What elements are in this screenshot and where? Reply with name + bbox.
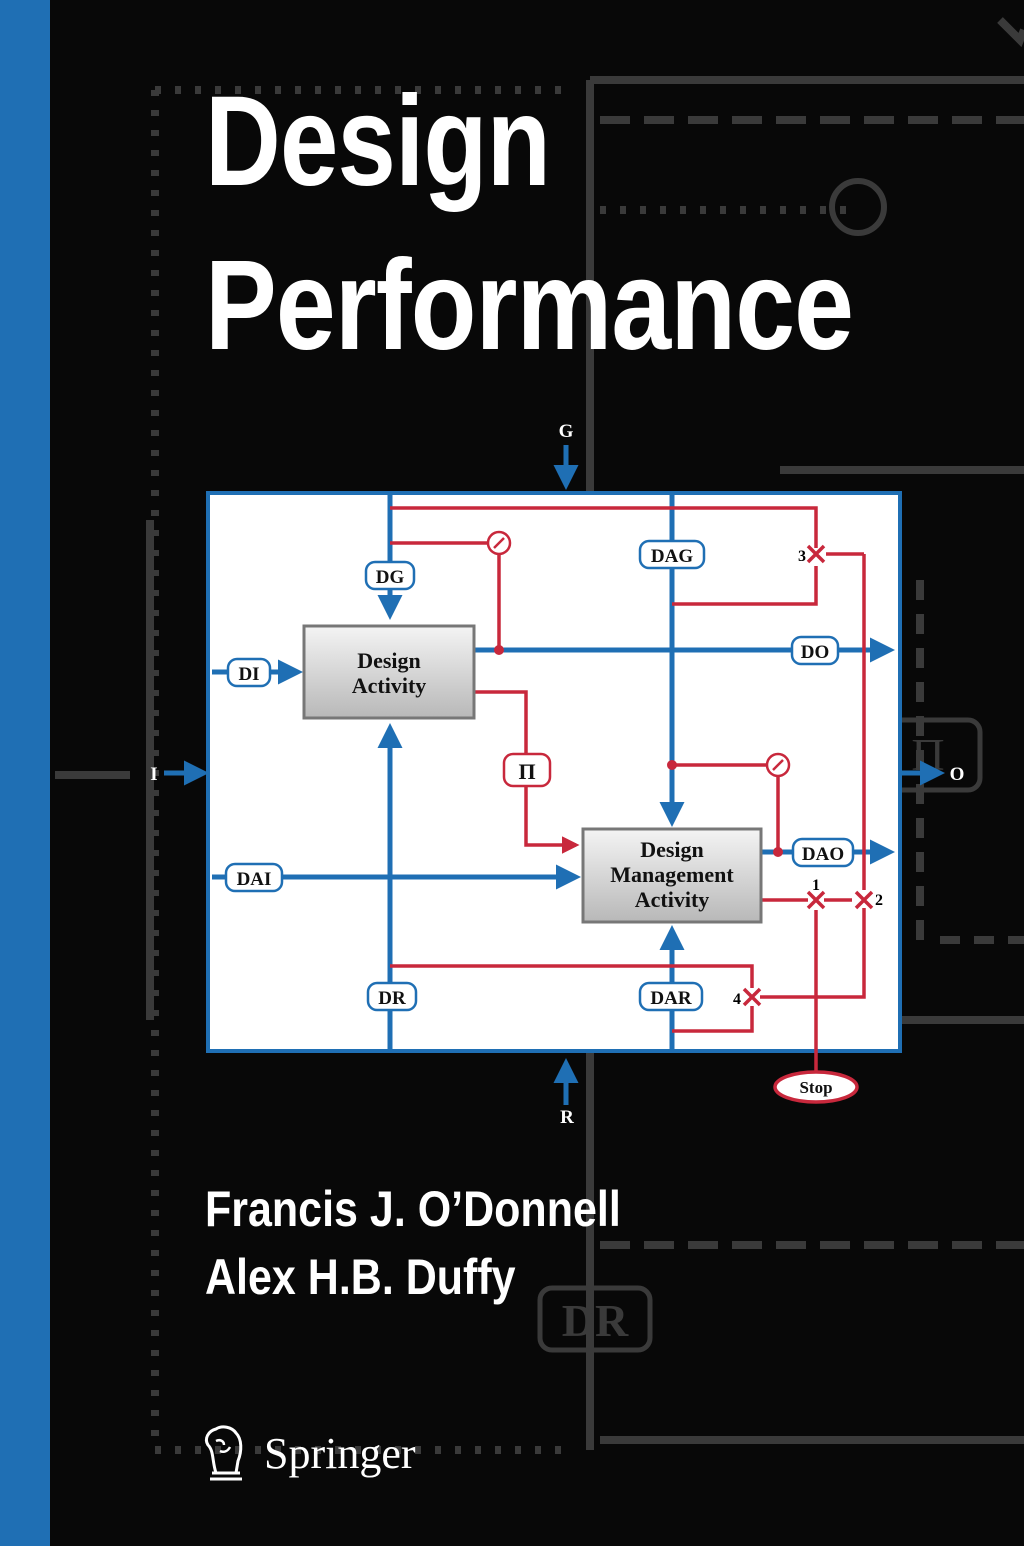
label-di: DI <box>226 657 272 688</box>
svg-text:DG: DG <box>376 567 405 588</box>
svg-text:Π: Π <box>518 759 535 784</box>
label-dar: DAR <box>638 981 704 1012</box>
publisher-name: Springer <box>264 1428 416 1478</box>
label-g: G <box>559 421 574 442</box>
junction-4-icon <box>742 987 762 1007</box>
svg-text:Design: Design <box>357 648 421 673</box>
label-pi: Π <box>502 752 552 788</box>
design-management-activity-box: Design Management Activity <box>581 827 763 924</box>
author-1: Francis J. O’Donnell <box>205 1181 621 1237</box>
svg-text:DO: DO <box>801 642 830 663</box>
junction-label-1: 1 <box>812 877 820 894</box>
svg-text:Management: Management <box>610 862 734 887</box>
svg-text:Activity: Activity <box>635 887 710 912</box>
label-dr: DR <box>366 981 418 1012</box>
springer-chess-knight-icon <box>204 1425 243 1481</box>
gauge-icon <box>486 530 512 556</box>
label-dao: DAO <box>791 837 855 868</box>
label-do: DO <box>790 635 840 666</box>
gauge-icon <box>765 752 791 778</box>
junction-label-3: 3 <box>798 548 806 565</box>
title-line-2: Performance <box>205 234 854 377</box>
svg-text:DI: DI <box>238 664 259 685</box>
svg-text:Activity: Activity <box>352 673 427 698</box>
svg-text:Design: Design <box>640 837 704 862</box>
design-activity-box: Design Activity <box>302 624 476 720</box>
junction-2-icon <box>854 890 874 910</box>
author-2: Alex H.B. Duffy <box>205 1249 516 1305</box>
junction-label-2: 2 <box>875 892 883 909</box>
title-line-1: Design <box>205 70 551 213</box>
junction-1-icon <box>806 890 826 910</box>
label-dg: DG <box>364 560 416 591</box>
svg-text:DAO: DAO <box>802 844 844 865</box>
svg-text:DAG: DAG <box>651 546 693 567</box>
label-dag: DAG <box>638 539 706 570</box>
junction-3-icon <box>806 544 826 564</box>
label-r: R <box>560 1107 574 1128</box>
publisher-logo: Springer <box>198 1418 416 1488</box>
svg-text:DR: DR <box>378 988 406 1009</box>
label-o: O <box>950 764 965 785</box>
junction-label-4: 4 <box>733 991 741 1008</box>
svg-text:DAR: DAR <box>650 988 691 1009</box>
svg-text:Stop: Stop <box>799 1078 832 1097</box>
label-dai: DAI <box>224 862 284 893</box>
stop-oval: Stop <box>773 1070 859 1104</box>
watermark-dr: DR <box>562 1295 629 1346</box>
book-spine <box>0 0 50 1546</box>
svg-text:DAI: DAI <box>237 869 272 890</box>
label-i: I <box>150 764 157 785</box>
